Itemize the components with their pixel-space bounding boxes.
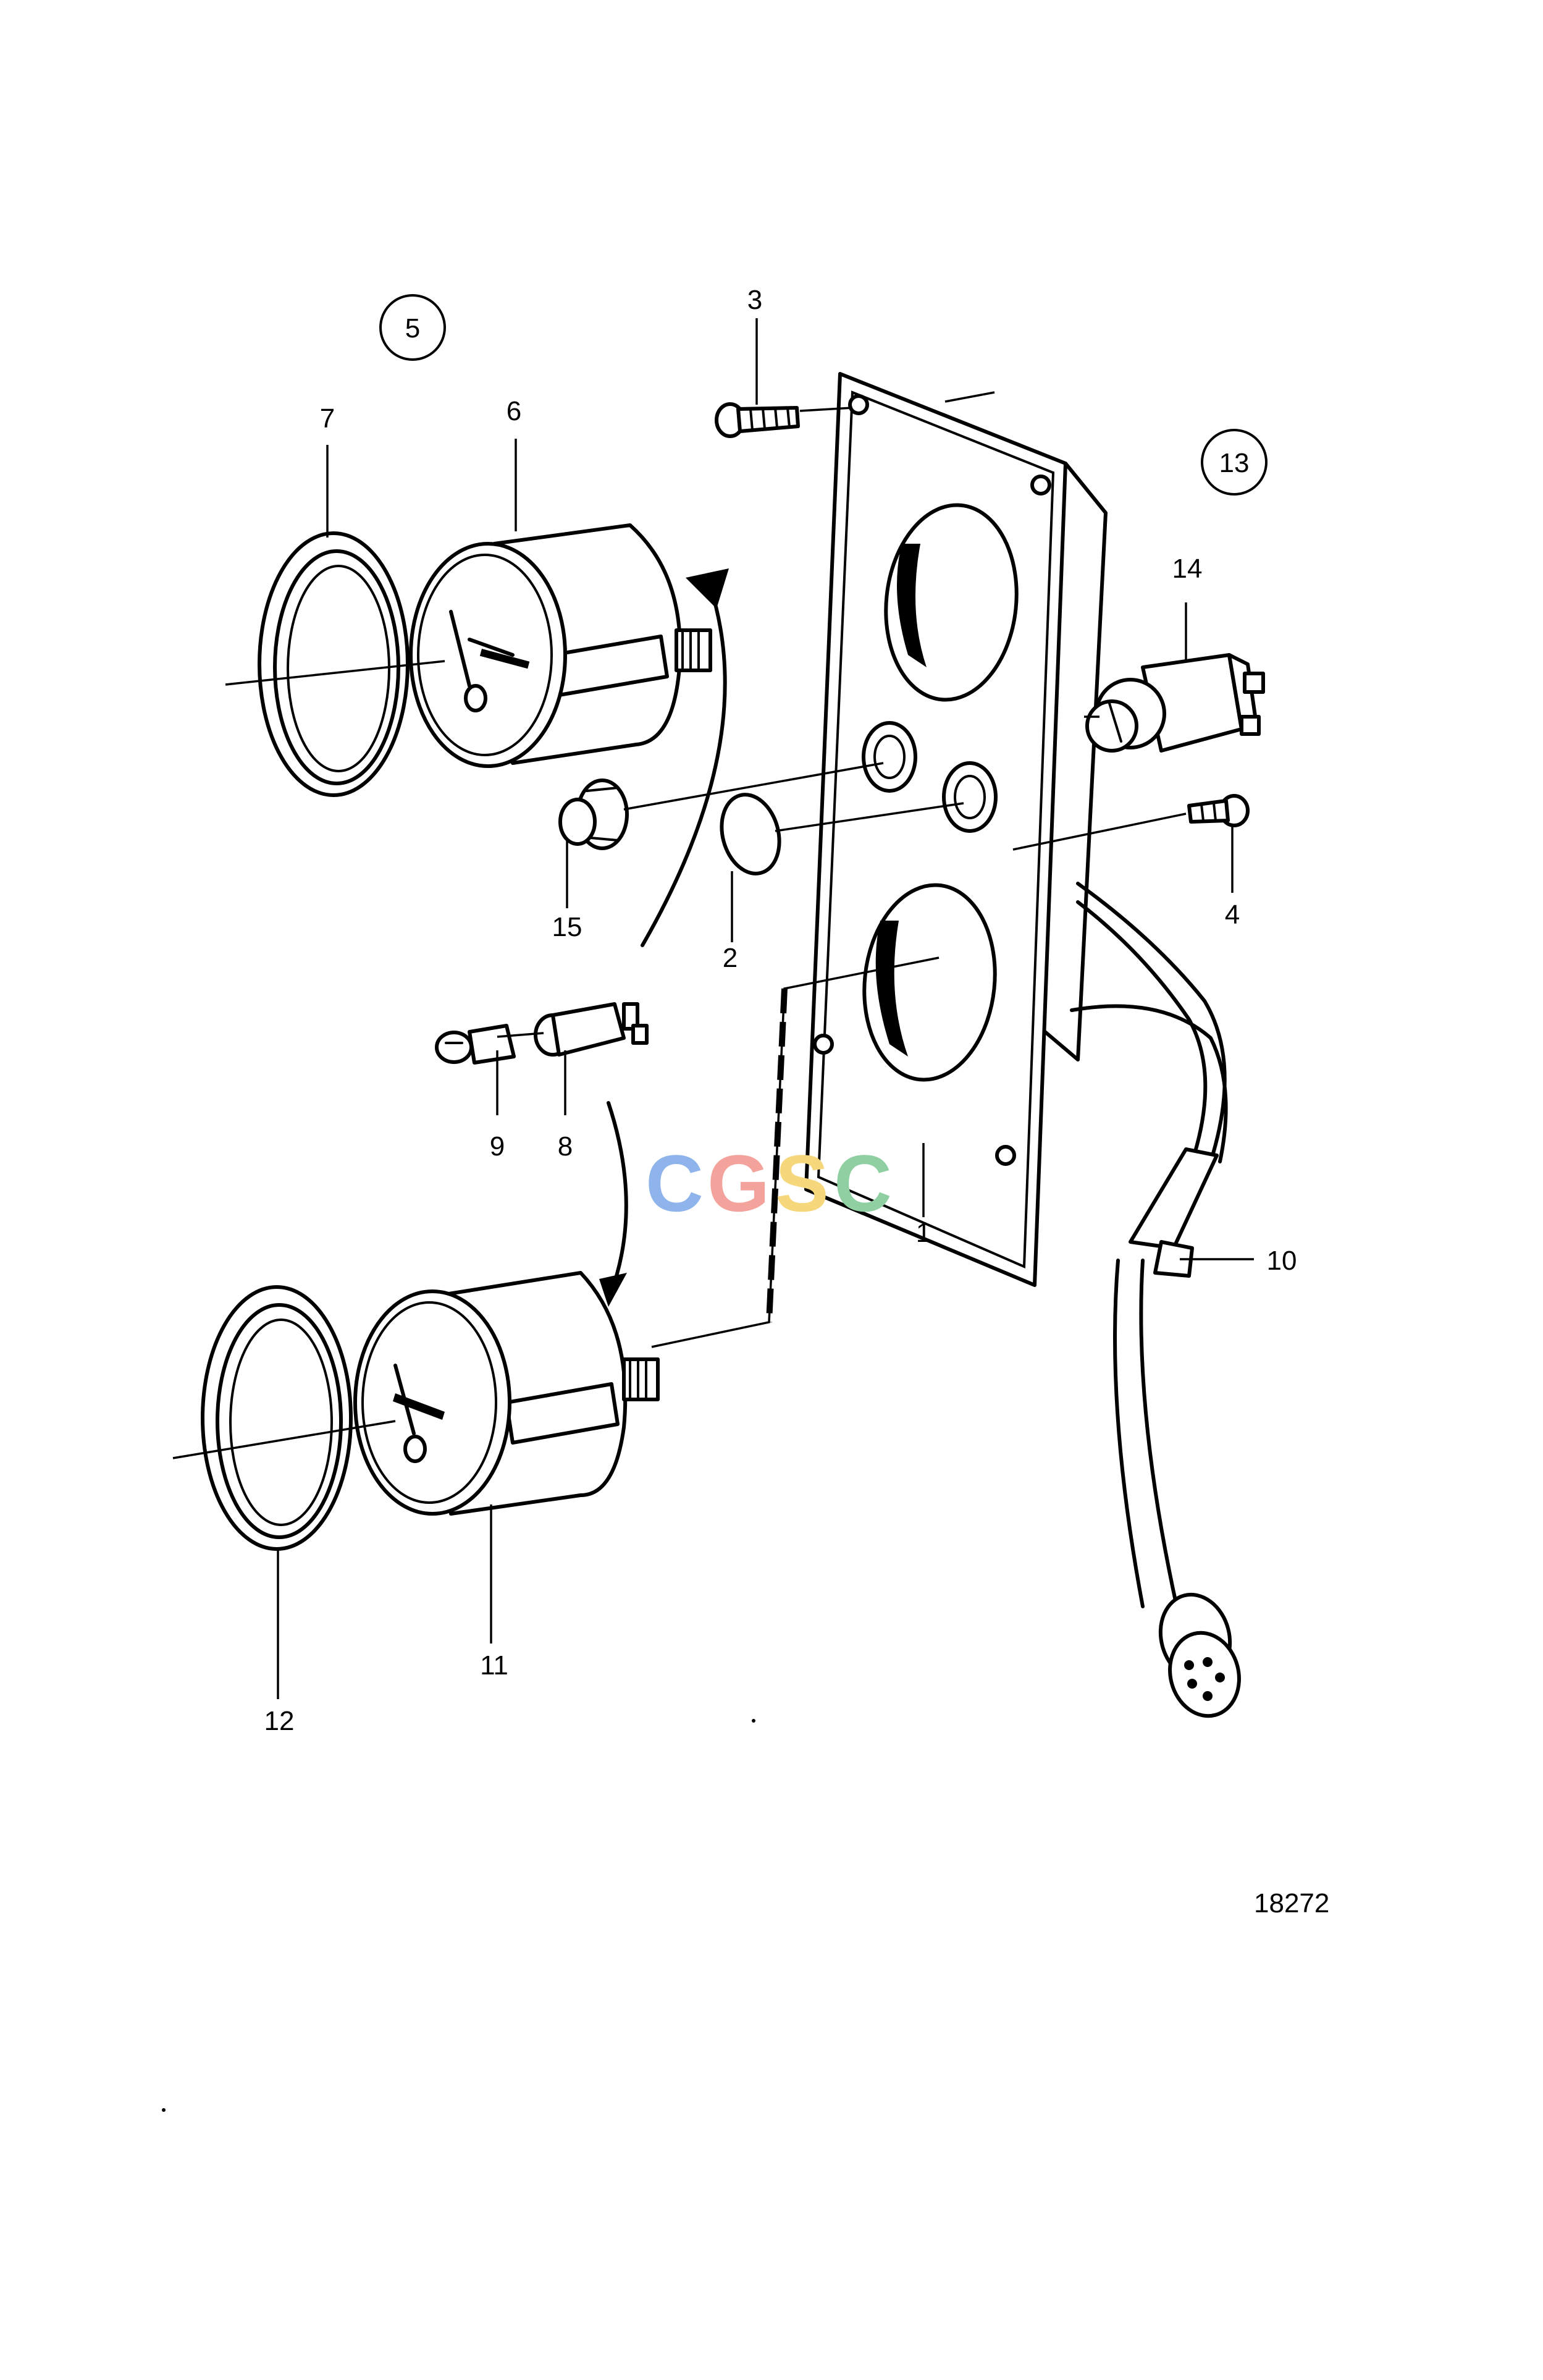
instrument-panel xyxy=(804,372,1108,1287)
callout-11: 11 xyxy=(480,1650,508,1681)
ring-7 xyxy=(258,531,410,797)
gauge-6 xyxy=(409,523,712,768)
bulb-9 xyxy=(435,1024,516,1065)
switch xyxy=(1085,653,1265,753)
callout-14: 14 xyxy=(1172,554,1203,584)
assembly-lines xyxy=(172,391,1187,1459)
leader-lines xyxy=(277,318,1254,1699)
svg-text:C: C xyxy=(645,1138,704,1228)
watermark-logo: C G S C xyxy=(645,1138,892,1228)
bulb-holder-8 xyxy=(534,1002,649,1057)
callout-3: 3 xyxy=(747,285,762,315)
callout-10: 10 xyxy=(1267,1246,1297,1276)
svg-text:13: 13 xyxy=(1219,448,1250,478)
circled-callout-13: 13 xyxy=(1201,429,1268,496)
reference-number: 18272 xyxy=(1254,1888,1329,1918)
circled-callout-5: 5 xyxy=(379,294,446,361)
callout-1: 1 xyxy=(916,1218,931,1248)
callout-15: 15 xyxy=(552,912,582,942)
svg-text:C: C xyxy=(834,1138,892,1228)
lens-2 xyxy=(720,793,781,876)
svg-text:G: G xyxy=(707,1138,770,1228)
callout-2: 2 xyxy=(723,943,738,973)
screw-3 xyxy=(715,402,800,438)
screw-4 xyxy=(1187,794,1250,827)
callout-9: 9 xyxy=(490,1131,505,1162)
assembly-arrows xyxy=(599,568,729,1307)
callout-8: 8 xyxy=(558,1131,573,1162)
callout-6: 6 xyxy=(507,396,521,426)
svg-text:5: 5 xyxy=(405,313,420,344)
callout-7: 7 xyxy=(320,403,335,434)
indicator-lamp-15 xyxy=(558,779,629,850)
svg-text:S: S xyxy=(775,1138,829,1228)
callout-labels: 1 2 3 4 6 7 8 9 10 11 12 14 15 xyxy=(264,285,1297,1736)
ring-12 xyxy=(201,1285,353,1551)
callout-4: 4 xyxy=(1225,900,1240,930)
callout-12: 12 xyxy=(264,1706,295,1736)
wiring-harness xyxy=(1070,882,1241,1718)
gauge-11 xyxy=(353,1271,660,1516)
